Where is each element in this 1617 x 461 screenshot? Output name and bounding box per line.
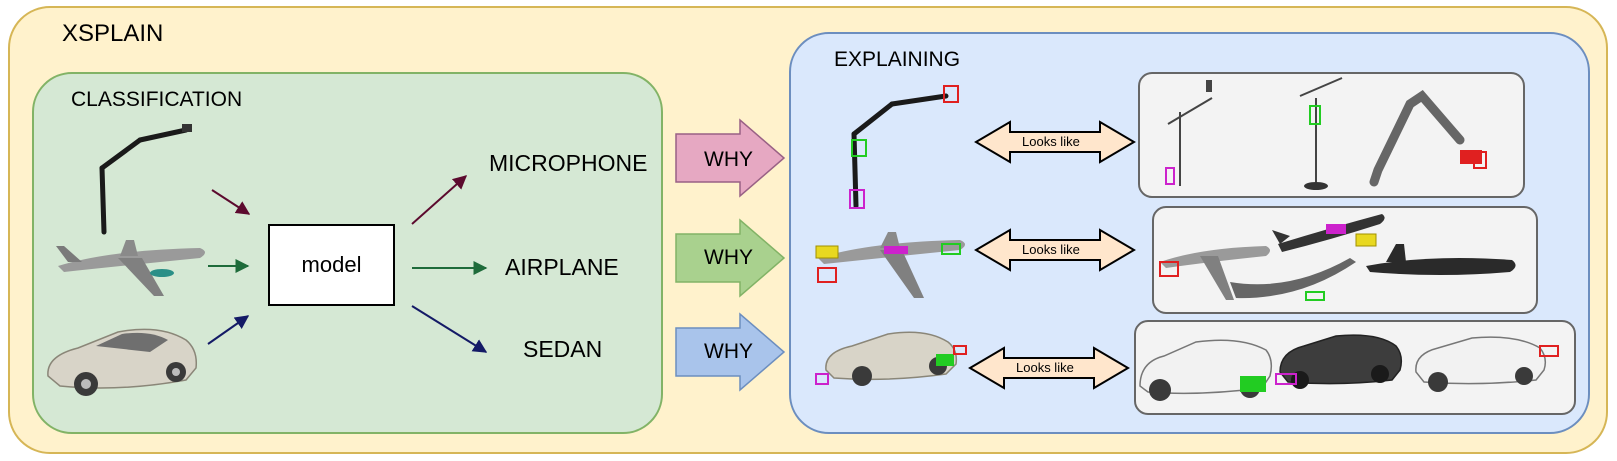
class-label-microphone: MICROPHONE xyxy=(489,150,648,176)
sedan-prototypes xyxy=(1139,334,1559,401)
sedan-car-image xyxy=(47,328,198,396)
classification-title: CLASSIFICATION xyxy=(71,88,243,111)
why-arrow-airplane xyxy=(675,218,786,298)
looks-like-arrow-sedan xyxy=(968,346,1130,390)
class-label-sedan: SEDAN xyxy=(523,336,603,362)
looks-like-label-sedan: Looks like xyxy=(1016,360,1074,375)
input-arrow-microphone xyxy=(211,189,251,215)
airplane-image xyxy=(56,240,205,296)
explained-airplane-image xyxy=(815,232,965,298)
explaining-title: EXPLAINING xyxy=(834,48,961,71)
class-label-airplane: AIRPLANE xyxy=(505,254,619,280)
microphone-stand-image xyxy=(99,124,192,235)
explained-microphone-image xyxy=(849,85,959,209)
why-arrow-sedan xyxy=(675,312,786,392)
why-arrow-microphone xyxy=(675,118,786,198)
why-label-airplane: WHY xyxy=(704,246,753,269)
xsplain-title: XSPLAIN xyxy=(62,20,164,47)
looks-like-label-airplane: Looks like xyxy=(1022,242,1080,257)
looks-like-label-microphone: Looks like xyxy=(1022,134,1080,149)
highlight-red xyxy=(943,85,959,103)
output-arrow-sedan xyxy=(411,305,488,353)
highlight-magenta xyxy=(849,189,865,209)
looks-like-arrow-microphone xyxy=(974,120,1136,164)
output-arrow-microphone xyxy=(411,175,468,225)
why-label-microphone: WHY xyxy=(704,148,753,171)
input-arrow-sedan xyxy=(207,315,250,345)
why-label-sedan: WHY xyxy=(704,340,753,363)
highlight-green xyxy=(851,139,867,157)
airplane-prototypes xyxy=(1159,214,1516,301)
model-box: model xyxy=(268,224,395,306)
microphone-prototypes xyxy=(1165,77,1487,190)
explained-sedan-image xyxy=(815,331,967,386)
looks-like-arrow-airplane xyxy=(974,228,1136,272)
